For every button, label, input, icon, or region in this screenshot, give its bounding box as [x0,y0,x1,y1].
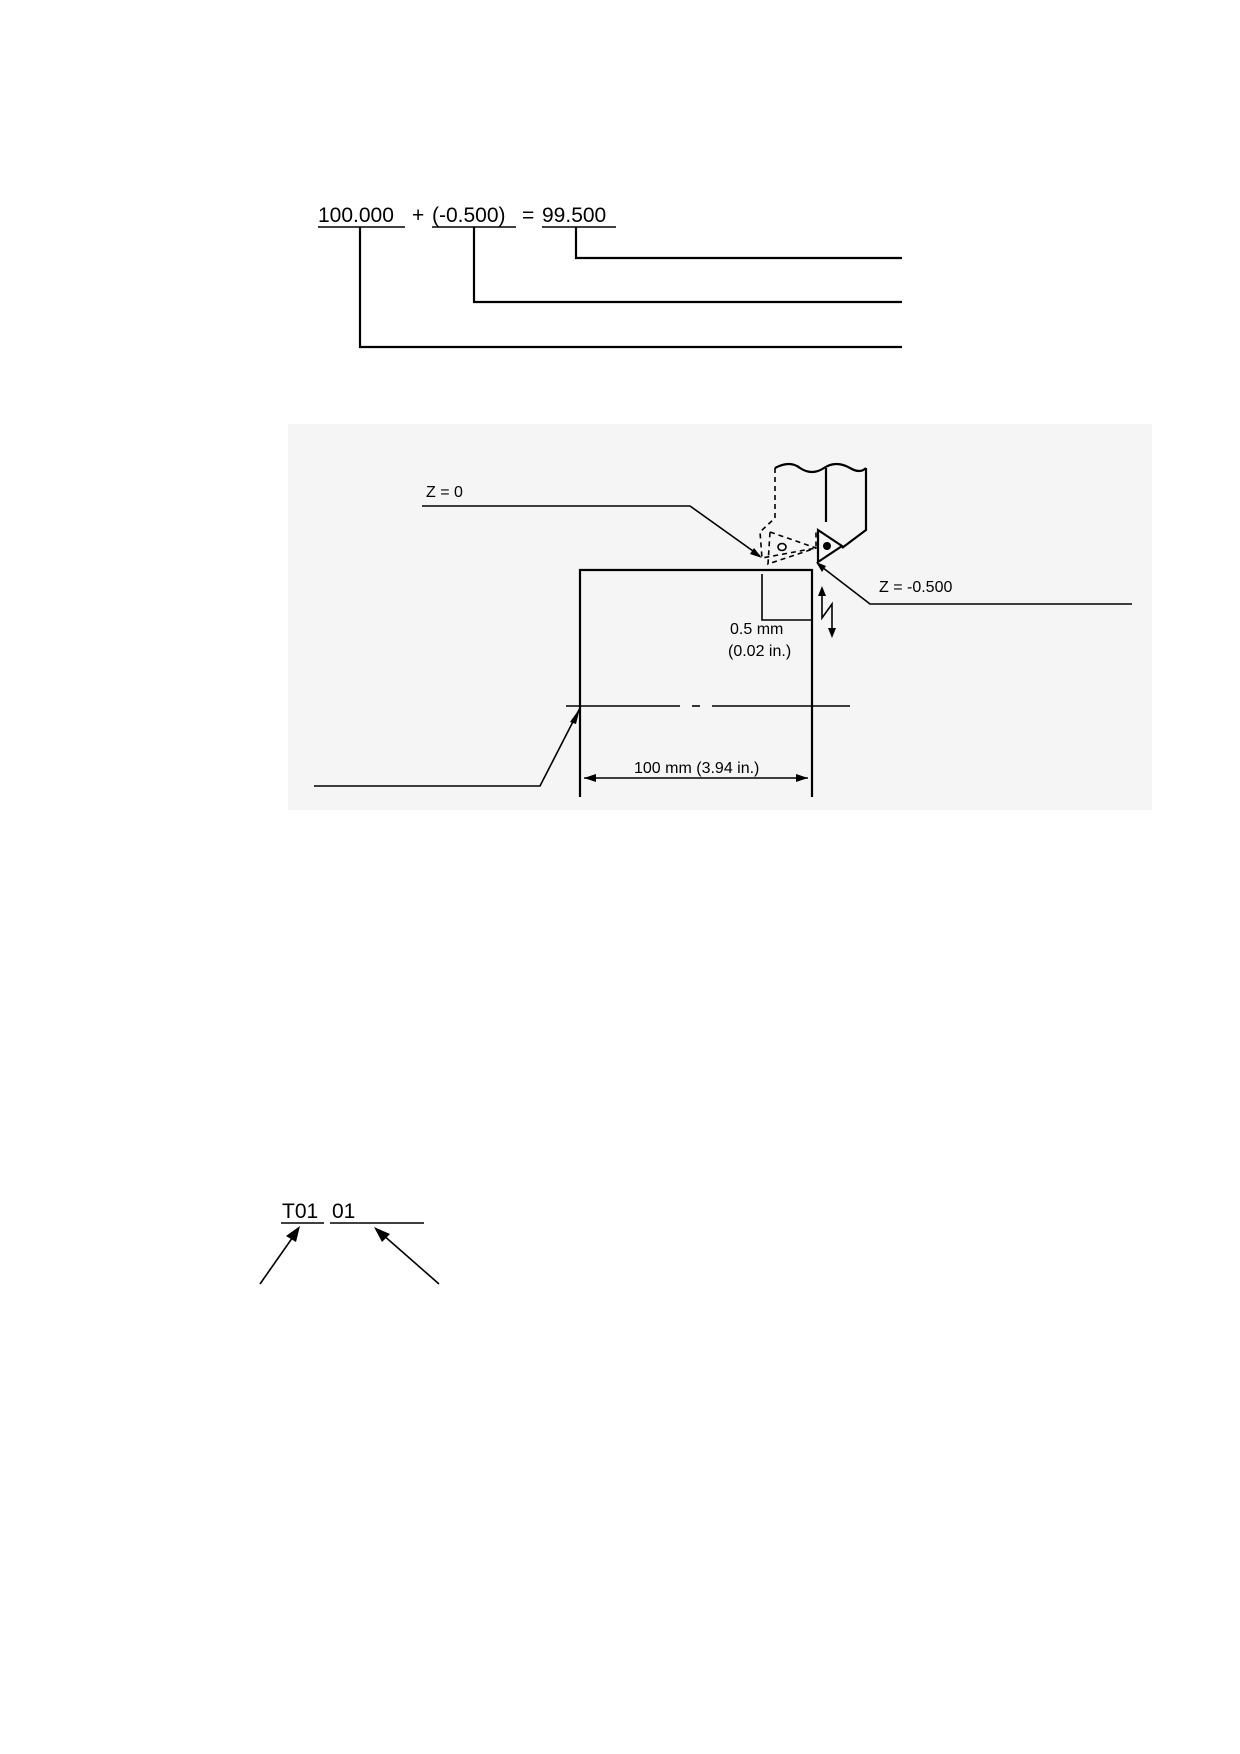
tool-insert [816,527,844,565]
z-zero-leader-line [422,505,761,557]
origin-arrowhead [570,708,580,724]
length-arrow-right [796,774,808,782]
term-1-leader-line [358,227,902,349]
zigzag-arrow-up [818,586,826,596]
offset-step-bracket [761,574,812,621]
offset-mm-label: 0.5 mm [730,621,783,638]
offset-equation: 100.000 + (-0.500) = 99.500 [318,204,902,349]
length-arrow-left [584,774,596,782]
dashed-tool-holder [759,468,817,559]
tool-number-arrowhead [286,1226,300,1242]
insert-screw [823,542,831,550]
equation-term-1: 100.000 [318,204,394,227]
z-offset-arrowhead [816,562,826,572]
offset-in-label: (0.02 in.) [728,643,791,660]
z-zero-label: Z = 0 [426,484,463,501]
zigzag-arrow-down [828,628,836,638]
length-dimension-label: 100 mm (3.94 in.) [634,760,759,777]
z-offset-leader-line [817,563,1132,605]
tool-number-arrow-line [259,1233,296,1285]
offset-number-arrow-line [381,1233,440,1285]
offset-number-text: 01 [332,1200,355,1223]
dashed-insert [767,530,819,566]
workpiece-outline [578,568,814,797]
tool-holder-right-edge [841,468,868,549]
dashed-insert-screw [777,542,787,552]
figure-background [288,424,1152,810]
tool-number-text: T01 [282,1200,318,1223]
z-zero-arrowhead [750,548,762,558]
motion-zigzag-symbol [821,590,833,634]
equation-equals-sign: = [522,204,534,227]
tool-holder-wavy-top [774,462,867,474]
equation-result: 99.500 [542,204,606,227]
offset-number-arrowhead [374,1227,390,1242]
origin-leader-line [314,707,581,787]
equation-plus-sign: + [412,204,424,227]
equation-term-2: (-0.500) [432,204,506,227]
term-2-leader-line [472,227,902,304]
tool-offset-figure: 100 mm (3.94 in.) 0.5 mm (0.02 in.) Z = … [288,424,1152,810]
z-offset-label: Z = -0.500 [879,579,952,596]
result-leader-line [574,227,902,260]
tool-code: T01 01 [259,1200,440,1285]
